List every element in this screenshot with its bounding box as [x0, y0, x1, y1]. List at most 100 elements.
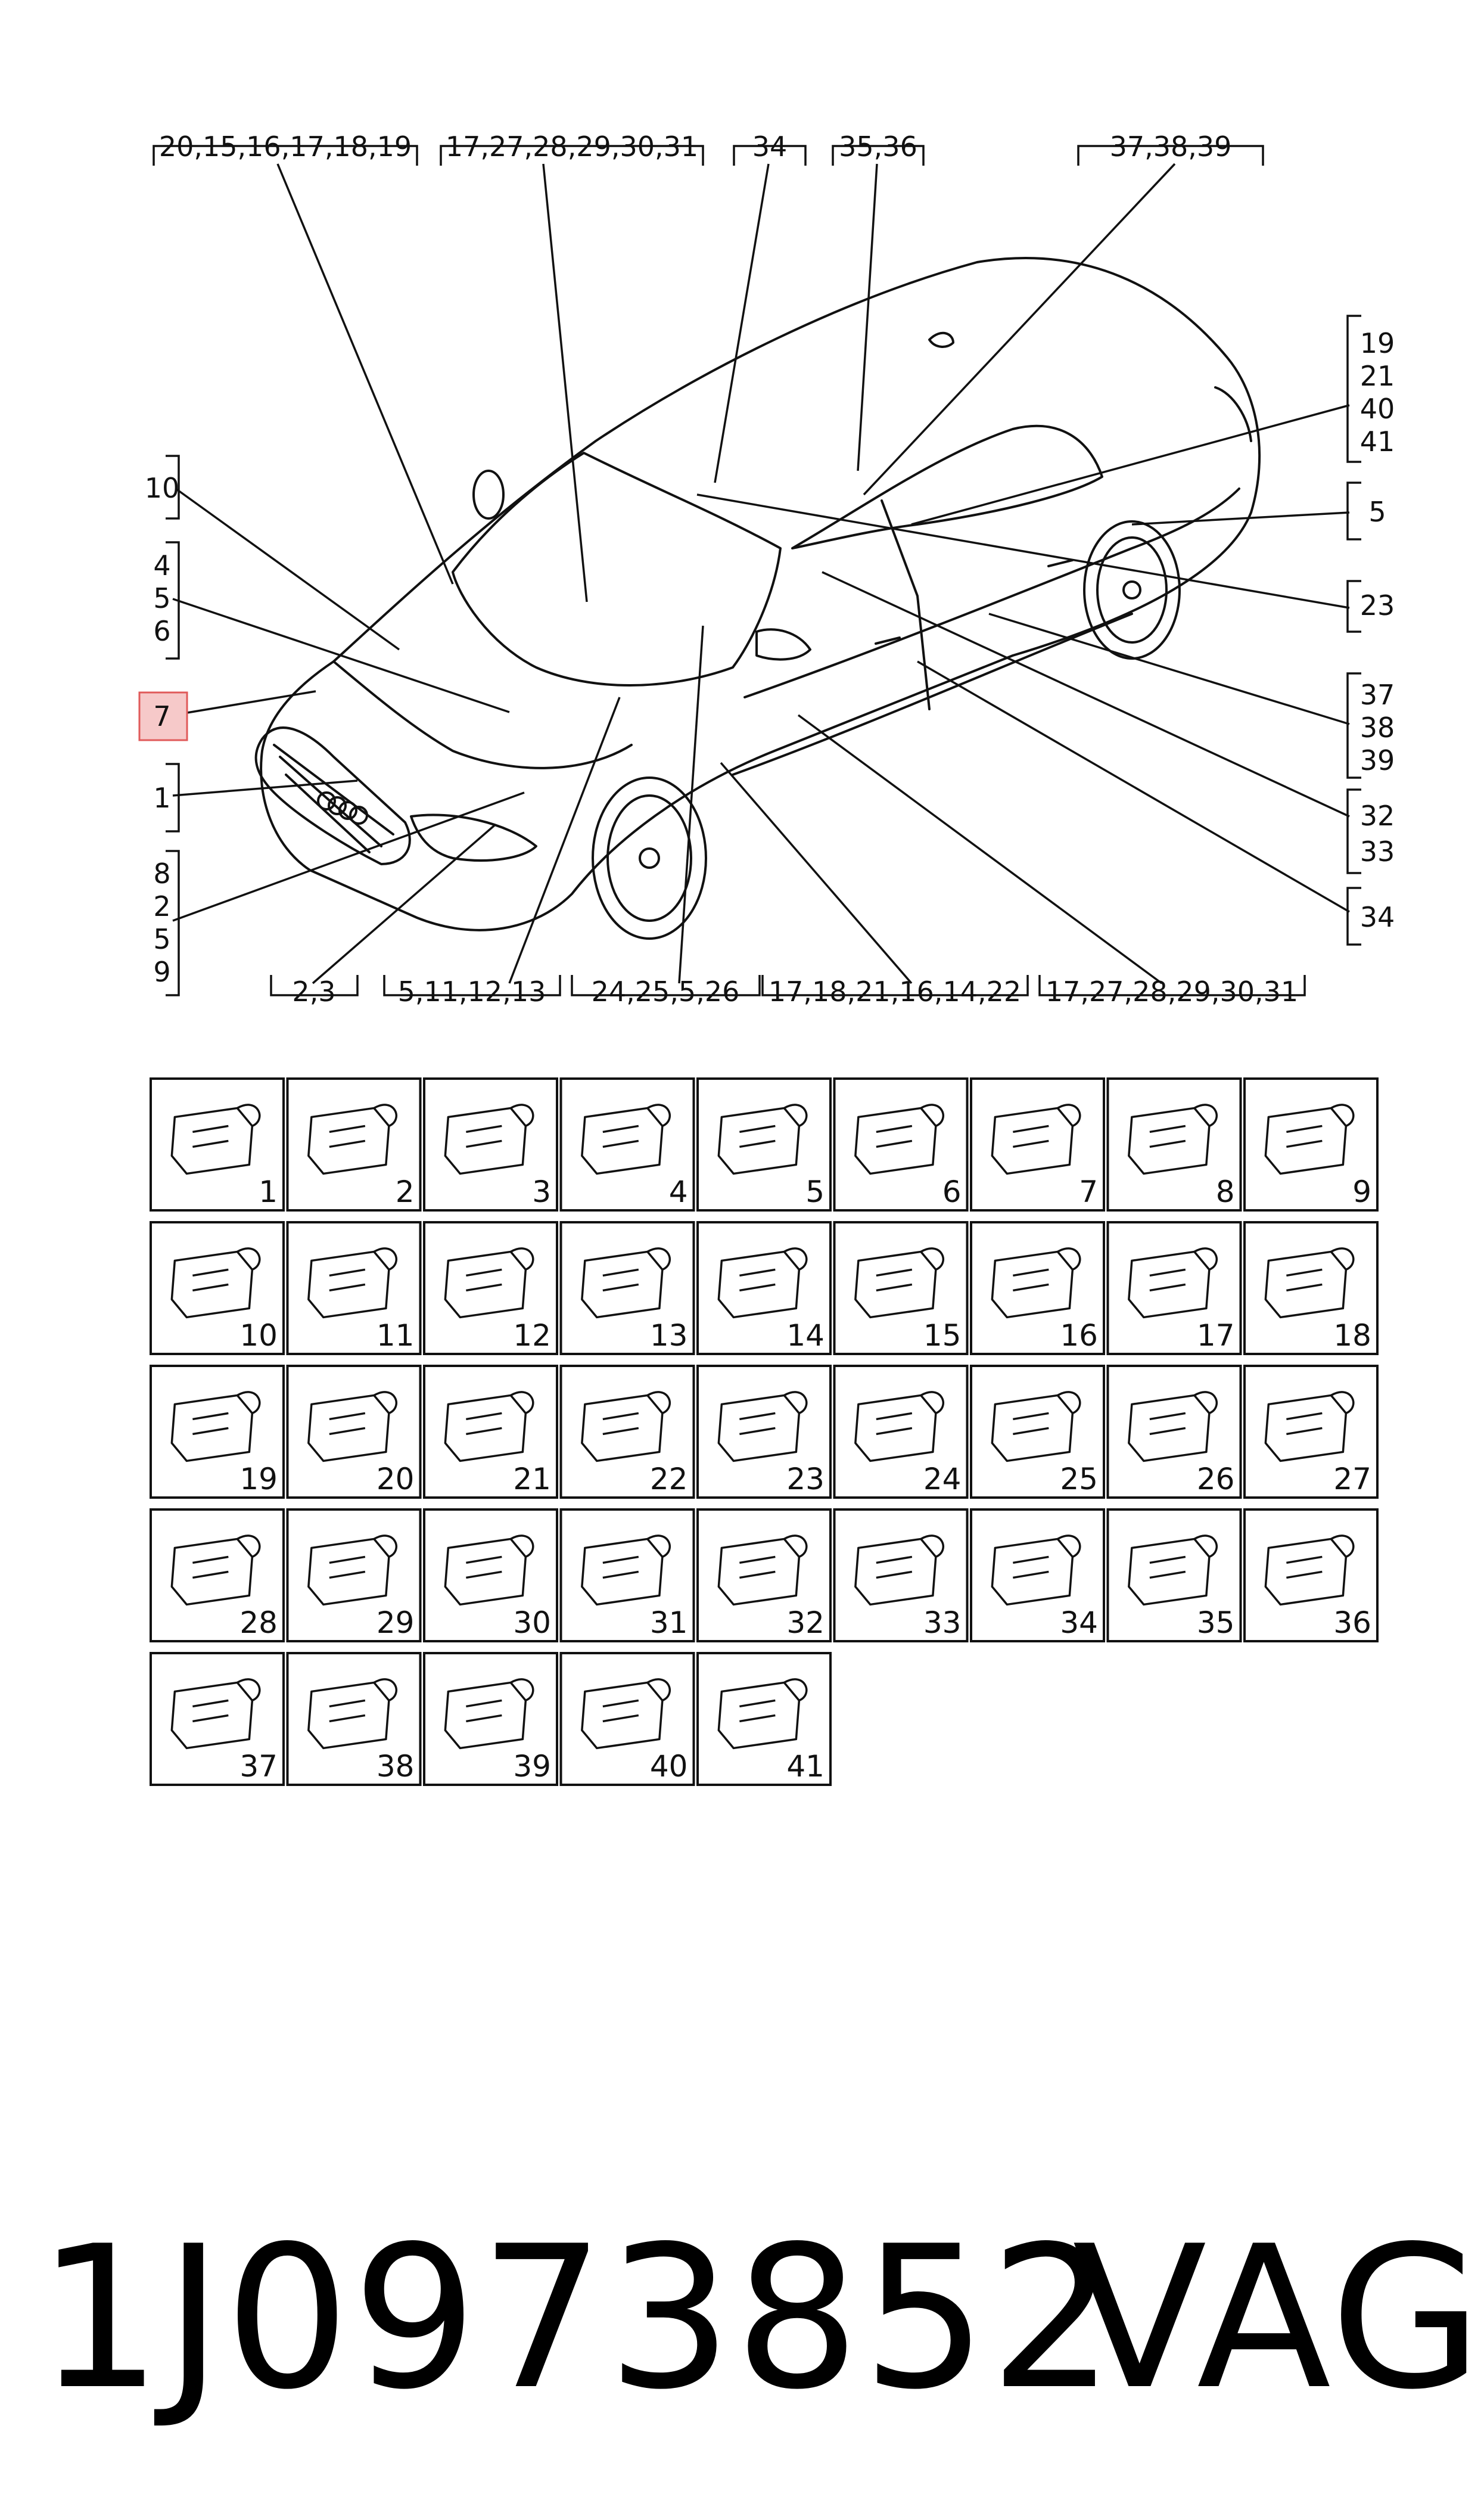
connector-cell-19[interactable]: 19: [150, 1365, 285, 1499]
connector-icon: [854, 1247, 944, 1319]
connector-cell-36[interactable]: 36: [1243, 1508, 1379, 1642]
right-callout-21[interactable]: 21: [1360, 360, 1395, 392]
connector-cell-21[interactable]: 21: [423, 1365, 558, 1499]
connector-cell-5[interactable]: 5: [696, 1077, 832, 1212]
connector-number: 32: [786, 1605, 825, 1640]
bottom-callout-5[interactable]: 17,27,28,29,30,31: [1046, 976, 1298, 1008]
connector-cell-frame: [150, 1652, 285, 1786]
bottom-callout-3[interactable]: 24,25,5,26: [592, 976, 740, 1008]
connector-cell-3[interactable]: 3: [423, 1077, 558, 1212]
connector-cell-25[interactable]: 25: [970, 1365, 1105, 1499]
connector-cell-1[interactable]: 1: [150, 1077, 285, 1212]
connector-icon: [991, 1391, 1081, 1462]
connector-cell-37[interactable]: 37: [150, 1652, 285, 1786]
connector-number: 30: [513, 1605, 551, 1640]
connector-cell-frame: [1243, 1508, 1379, 1642]
connector-cell-12[interactable]: 12: [423, 1221, 558, 1355]
left-callout-5b[interactable]: 5: [153, 923, 170, 955]
right-callout-19[interactable]: 19: [1360, 327, 1395, 359]
connector-cell-27[interactable]: 27: [1243, 1365, 1379, 1499]
top-callout-4[interactable]: 35,36: [839, 131, 917, 163]
left-callout-6[interactable]: 6: [153, 615, 170, 647]
connector-cell-32[interactable]: 32: [696, 1508, 832, 1642]
right-callout-40[interactable]: 40: [1360, 393, 1395, 425]
connector-icon: [1128, 1391, 1218, 1462]
left-callout-8[interactable]: 8: [153, 858, 170, 890]
connector-icon: [717, 1535, 808, 1606]
connector-cell-30[interactable]: 30: [423, 1508, 558, 1642]
right-callout-38[interactable]: 38: [1360, 712, 1395, 744]
connector-cell-39[interactable]: 39: [423, 1652, 558, 1786]
left-callout-1[interactable]: 1: [153, 782, 170, 814]
connector-cell-9[interactable]: 9: [1243, 1077, 1379, 1212]
right-callout-37[interactable]: 37: [1360, 679, 1395, 711]
connector-number: 2: [396, 1175, 415, 1209]
connector-icon: [991, 1104, 1081, 1175]
connector-cell-40[interactable]: 40: [559, 1652, 695, 1786]
connector-icon: [1264, 1535, 1355, 1606]
connector-cell-22[interactable]: 22: [559, 1365, 695, 1499]
connector-icon: [717, 1247, 808, 1319]
connector-cell-frame: [559, 1077, 695, 1212]
left-callout-9[interactable]: 9: [153, 956, 170, 988]
connector-icon: [444, 1247, 534, 1319]
top-callout-3[interactable]: 34: [752, 131, 788, 163]
connector-cell-14[interactable]: 14: [696, 1221, 832, 1355]
left-callout-10[interactable]: 10: [145, 472, 180, 504]
connector-number: 18: [1333, 1318, 1371, 1353]
connector-cell-6[interactable]: 6: [833, 1077, 969, 1212]
connector-cell-23[interactable]: 23: [696, 1365, 832, 1499]
connector-cell-4[interactable]: 4: [559, 1077, 695, 1212]
connector-number: 5: [805, 1175, 825, 1209]
right-callout-23[interactable]: 23: [1360, 589, 1395, 622]
top-callout-5[interactable]: 37,38,39: [1110, 131, 1232, 163]
right-callout-33[interactable]: 33: [1360, 835, 1395, 868]
connector-cell-41[interactable]: 41: [696, 1652, 832, 1786]
top-callout-2[interactable]: 17,27,28,29,30,31: [446, 131, 698, 163]
right-callout-32[interactable]: 32: [1360, 800, 1395, 832]
connector-cell-24[interactable]: 24: [833, 1365, 969, 1499]
connector-cell-11[interactable]: 11: [286, 1221, 422, 1355]
connector-number: 22: [650, 1462, 688, 1496]
connector-cell-20[interactable]: 20: [286, 1365, 422, 1499]
connector-cell-13[interactable]: 13: [559, 1221, 695, 1355]
bottom-callout-2[interactable]: 5,11,12,13: [398, 976, 546, 1008]
connector-cell-31[interactable]: 31: [559, 1508, 695, 1642]
left-callout-7[interactable]: 7: [153, 700, 170, 732]
connector-icon: [854, 1535, 944, 1606]
right-callout-41[interactable]: 41: [1360, 425, 1395, 458]
connector-cell-18[interactable]: 18: [1243, 1221, 1379, 1355]
connector-cell-frame: [150, 1508, 285, 1642]
connector-cell-35[interactable]: 35: [1106, 1508, 1242, 1642]
connector-cell-29[interactable]: 29: [286, 1508, 422, 1642]
top-callout-1[interactable]: 20,15,16,17,18,19: [159, 131, 412, 163]
connector-cell-10[interactable]: 10: [150, 1221, 285, 1355]
connector-number: 35: [1197, 1605, 1235, 1640]
connector-cell-26[interactable]: 26: [1106, 1365, 1242, 1499]
connector-cell-frame: [696, 1652, 832, 1786]
connector-cell-15[interactable]: 15: [833, 1221, 969, 1355]
connector-cell-frame: [970, 1508, 1105, 1642]
right-callout-5[interactable]: 5: [1368, 496, 1386, 528]
connector-cell-16[interactable]: 16: [970, 1221, 1105, 1355]
connector-icon: [991, 1535, 1081, 1606]
connector-cell-8[interactable]: 8: [1106, 1077, 1242, 1212]
connector-cell-frame: [696, 1077, 832, 1212]
left-callout-5[interactable]: 5: [153, 582, 170, 614]
left-callout-4[interactable]: 4: [153, 549, 170, 582]
connector-cell-28[interactable]: 28: [150, 1508, 285, 1642]
connector-cell-7[interactable]: 7: [970, 1077, 1105, 1212]
connector-cell-frame: [423, 1077, 558, 1212]
right-callout-39[interactable]: 39: [1360, 744, 1395, 776]
connector-cell-33[interactable]: 33: [833, 1508, 969, 1642]
connector-number: 24: [923, 1462, 962, 1496]
right-callout-34[interactable]: 34: [1360, 901, 1395, 933]
left-callout-2[interactable]: 2: [153, 890, 170, 923]
connector-cell-17[interactable]: 17: [1106, 1221, 1242, 1355]
bottom-callout-1[interactable]: 2,3: [292, 976, 335, 1008]
connector-icon: [581, 1678, 671, 1750]
connector-cell-38[interactable]: 38: [286, 1652, 422, 1786]
connector-cell-2[interactable]: 2: [286, 1077, 422, 1212]
bottom-callout-4[interactable]: 17,18,21,16,14,22: [769, 976, 1021, 1008]
connector-cell-34[interactable]: 34: [970, 1508, 1105, 1642]
